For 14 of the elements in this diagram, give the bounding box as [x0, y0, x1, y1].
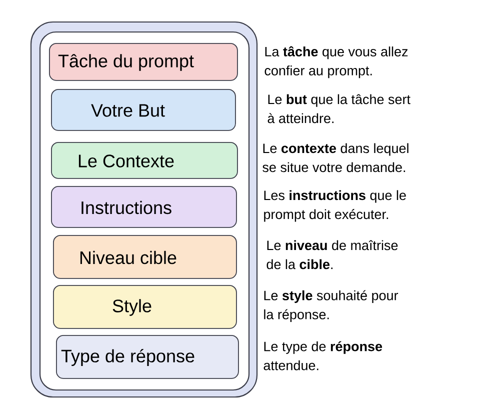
component-box: Niveau cible — [53, 235, 237, 279]
description-text: Le type de réponse attendue. — [264, 341, 382, 370]
description-text: Le style souhaité pour la réponse. — [264, 290, 398, 322]
component-box: Style — [53, 285, 237, 329]
description-text: Les instructions que le prompt doit exécuter. — [264, 190, 406, 222]
description-text: Le but que la tâche sert à atteindre. — [268, 94, 410, 124]
description-text: La tâche que vous allez confier au prompt. — [264, 46, 408, 78]
component-box: Votre But — [51, 89, 236, 131]
component-box: Tâche du prompt — [49, 43, 238, 81]
component-box: Le Contexte — [51, 142, 238, 179]
description-text: Le niveau de maîtrise de la cible. — [266, 240, 398, 270]
component-box: Type de réponse — [56, 335, 239, 379]
description-text: Le contexte dans lequel se situe votre demande. — [262, 143, 408, 172]
component-box: Instructions — [51, 186, 237, 228]
